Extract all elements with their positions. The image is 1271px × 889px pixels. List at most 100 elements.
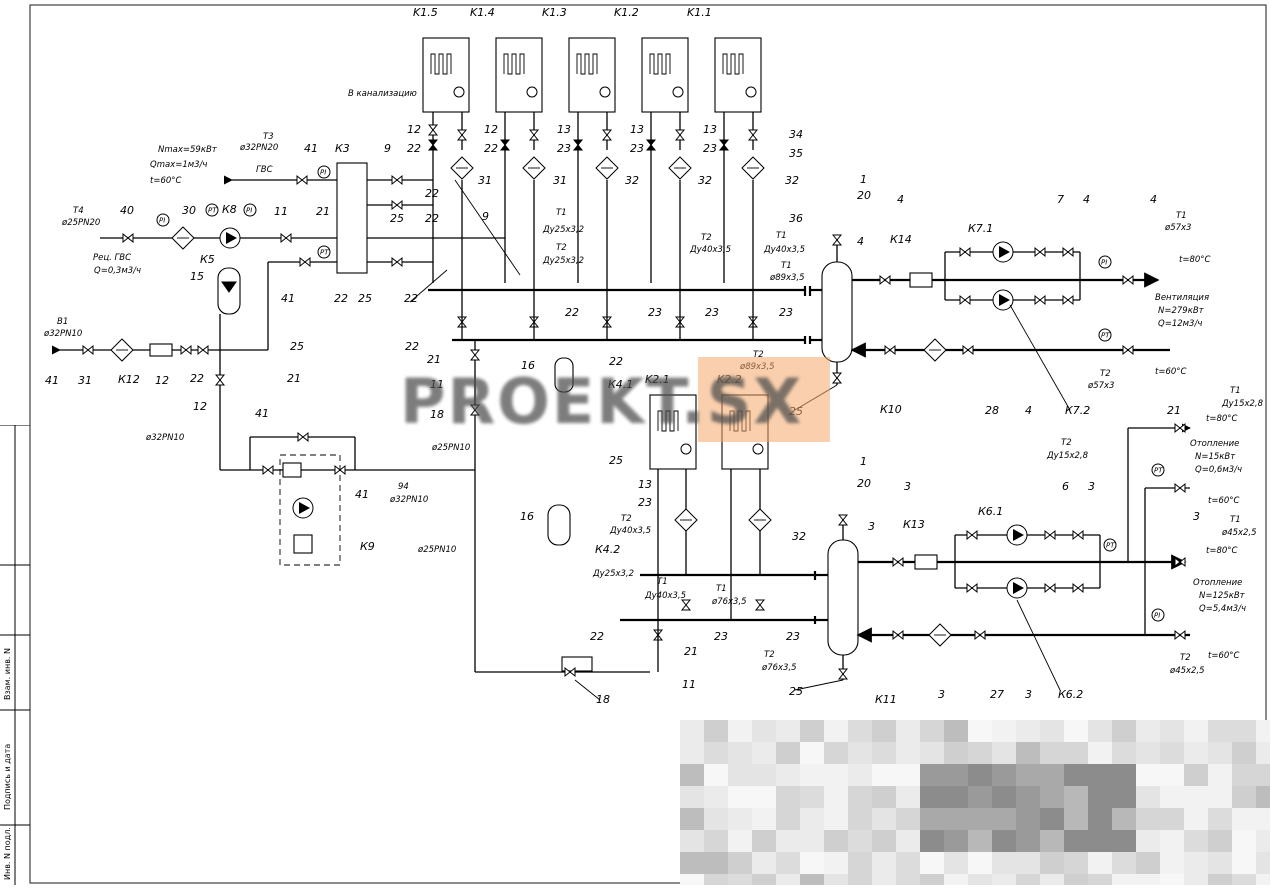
svg-text:ø45х2,5: ø45х2,5	[1221, 528, 1257, 538]
dhw-section	[51, 162, 505, 566]
svg-text:Т1: Т1	[1230, 515, 1241, 525]
title-block-cell	[752, 742, 776, 764]
title-block-cell	[776, 720, 800, 742]
svg-text:21: 21	[316, 205, 330, 218]
title-block-cell	[1232, 742, 1256, 764]
title-block-cell	[776, 808, 800, 830]
title-block-cell	[800, 852, 824, 874]
title-block-cell	[776, 830, 800, 852]
svg-text:27: 27	[990, 688, 1004, 701]
title-block-cell	[896, 874, 920, 885]
position-numbers: 1 1 20 20 3 3 3 3 3 3 4 4 4 4 4 6 7 9 9 …	[45, 123, 1200, 706]
title-block-cell	[992, 874, 1016, 885]
title-block-cell	[728, 720, 752, 742]
boiler-k1-5: K1.5	[413, 6, 470, 113]
title-block-cell	[872, 808, 896, 830]
title-block-cell	[944, 742, 968, 764]
svg-text:Ду15х2,8: Ду15х2,8	[1221, 399, 1264, 409]
title-block-cell	[992, 720, 1016, 742]
title-block-cell	[728, 874, 752, 885]
title-block-cell	[1040, 720, 1064, 742]
side-stamp-label: Взам. инв. N	[3, 648, 12, 700]
svg-text:Ду25х3,2: Ду25х3,2	[542, 225, 584, 235]
title-block-cell	[1208, 830, 1232, 852]
title-block-cell	[680, 852, 704, 874]
svg-text:Т2: Т2	[1061, 438, 1072, 448]
title-block-cell	[1208, 720, 1232, 742]
svg-text:23: 23	[703, 142, 717, 155]
svg-text:15: 15	[190, 270, 204, 283]
title-block-cell	[752, 764, 776, 786]
svg-text:Nmax=59кВт: Nmax=59кВт	[158, 145, 218, 155]
title-block-cell	[728, 764, 752, 786]
svg-text:11: 11	[274, 205, 288, 218]
svg-text:Т1: Т1	[781, 261, 792, 271]
svg-text:ø89х3,5: ø89х3,5	[739, 362, 775, 372]
svg-text:Ду15х2,8: Ду15х2,8	[1046, 451, 1089, 461]
title-block-cell	[680, 830, 704, 852]
leader-lines	[409, 179, 1071, 701]
title-block-cell	[848, 742, 872, 764]
title-block-cell	[800, 720, 824, 742]
title-block-cell	[992, 764, 1016, 786]
title-block-cell	[752, 808, 776, 830]
title-block-cell	[704, 830, 728, 852]
title-block-cell	[1040, 764, 1064, 786]
title-block-cell	[1088, 786, 1112, 808]
title-block-cell	[1064, 874, 1088, 885]
svg-text:23: 23	[779, 306, 793, 319]
boiler-k1-2: K1.2	[614, 6, 689, 113]
svg-text:21: 21	[1167, 404, 1181, 417]
title-block-cell	[824, 742, 848, 764]
svg-text:28: 28	[985, 404, 999, 417]
svg-text:22: 22	[425, 212, 439, 225]
svg-text:t=80°C: t=80°C	[1179, 255, 1211, 265]
title-block-cell	[776, 786, 800, 808]
svg-text:ø32PN20: ø32PN20	[239, 143, 278, 153]
svg-text:22: 22	[565, 306, 579, 319]
title-block-cell	[1112, 830, 1136, 852]
svg-text:Ду40х3,5: Ду40х3,5	[689, 245, 731, 255]
title-block-cell	[968, 808, 992, 830]
title-block-cell	[920, 764, 944, 786]
svg-text:Т1: Т1	[556, 208, 567, 218]
title-block-cell	[920, 874, 944, 885]
title-block-cell	[1088, 720, 1112, 742]
svg-text:Q=0,3м3/ч: Q=0,3м3/ч	[94, 266, 141, 276]
title-block-cell	[1064, 742, 1088, 764]
title-block-cell	[968, 742, 992, 764]
title-block-cell	[920, 720, 944, 742]
title-block-cell	[1160, 874, 1184, 885]
title-block-cell	[1016, 808, 1040, 830]
svg-text:ø32PN10: ø32PN10	[145, 433, 184, 443]
svg-text:ГВС: ГВС	[256, 165, 273, 175]
title-block-cell	[1160, 830, 1184, 852]
title-block-cell	[680, 742, 704, 764]
svg-text:ø57х3: ø57х3	[1164, 223, 1191, 233]
title-block-cell	[872, 830, 896, 852]
title-block-cell	[1040, 852, 1064, 874]
svg-text:21: 21	[287, 372, 301, 385]
title-block-cell	[1232, 764, 1256, 786]
title-block-cell	[1064, 808, 1088, 830]
title-block-cell	[1088, 874, 1112, 885]
title-block-cell	[776, 852, 800, 874]
boiler-label: K2.2	[717, 373, 742, 386]
title-block-cell	[1184, 830, 1208, 852]
svg-text:6: 6	[1062, 480, 1069, 493]
svg-text:Q=0,6м3/ч: Q=0,6м3/ч	[1195, 465, 1242, 475]
svg-text:23: 23	[648, 306, 662, 319]
svg-text:32: 32	[625, 174, 639, 187]
title-block-cell	[752, 720, 776, 742]
title-block-cell	[680, 874, 704, 885]
boiler-label: K1.3	[542, 6, 567, 19]
boiler-label: K1.1	[687, 6, 712, 19]
svg-text:Т2: Т2	[753, 350, 764, 360]
svg-text:31: 31	[478, 174, 492, 187]
title-block-cell	[776, 764, 800, 786]
title-block-cell	[1160, 852, 1184, 874]
title-block-cell	[752, 852, 776, 874]
title-block-cell	[896, 742, 920, 764]
title-block-cell	[1088, 830, 1112, 852]
title-block-cell	[920, 786, 944, 808]
